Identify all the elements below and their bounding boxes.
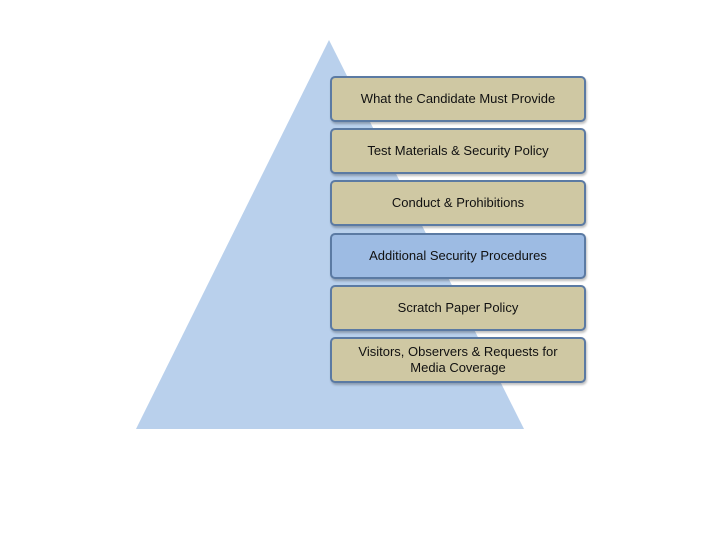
layer-label: Conduct & Prohibitions	[391, 195, 525, 210]
layer-scratch-paper-policy[interactable]: Scratch Paper Policy	[330, 285, 586, 331]
layer-conduct-prohibitions[interactable]: Conduct & Prohibitions	[330, 180, 586, 226]
layer-label: Scratch Paper Policy	[397, 300, 519, 315]
layer-what-candidate-must-provide[interactable]: What the Candidate Must Provide	[330, 76, 586, 122]
layer-label: What the Candidate Must Provide	[360, 91, 556, 106]
layer-label: Visitors, Observers & Requests for Media…	[358, 344, 558, 375]
layer-test-materials-security-policy[interactable]: Test Materials & Security Policy	[330, 128, 586, 174]
layer-additional-security-procedures[interactable]: Additional Security Procedures	[330, 233, 586, 279]
layer-label: Test Materials & Security Policy	[367, 143, 549, 158]
layer-label: Additional Security Procedures	[369, 248, 547, 263]
layer-visitors-observers-media[interactable]: Visitors, Observers & Requests for Media…	[330, 337, 586, 383]
